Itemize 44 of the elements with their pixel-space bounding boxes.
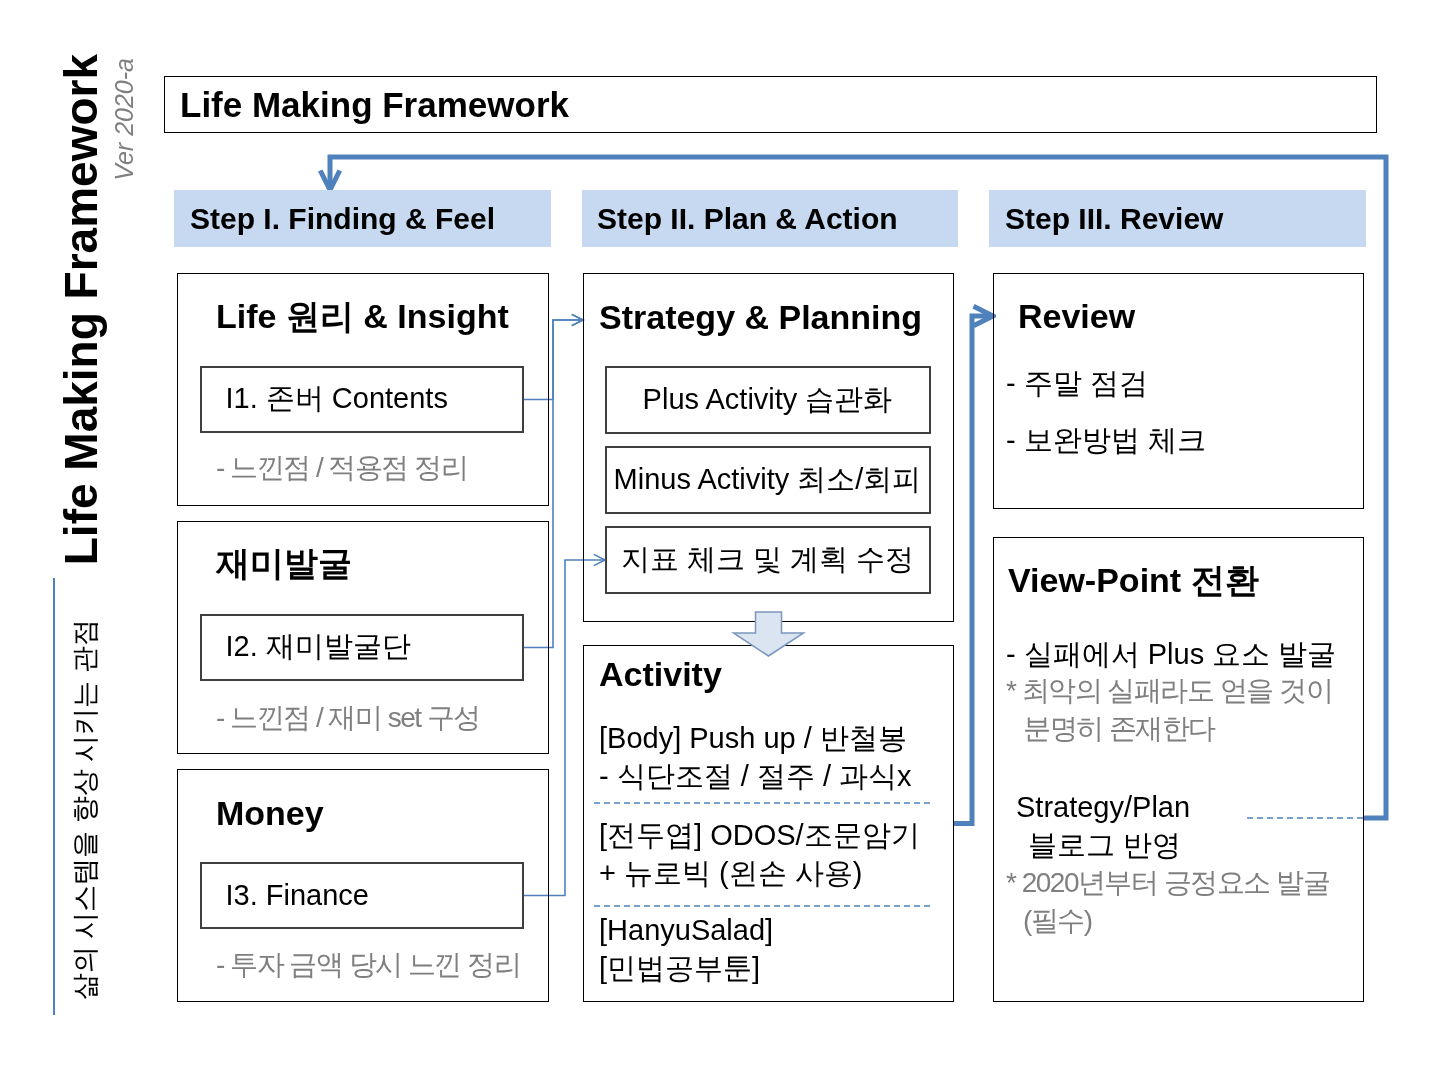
section-box (583, 645, 954, 1002)
note-text: - 느낀점 / 적용점 정리 (216, 451, 468, 485)
item-box: Plus Activity 습관화 (604, 365, 931, 434)
activity-text: [HanyuSalad] [민법공부툰] (599, 913, 774, 986)
section-box (993, 273, 1364, 509)
vertical-subtitle: 삶의 시스템을 향상 시키는 관점 (70, 619, 101, 1000)
item-box: I2. 재미발굴단 (199, 613, 524, 681)
section-heading: Activity (599, 654, 722, 694)
section-box (993, 537, 1364, 1002)
activity-text: [Body] Push up / 반철봉 - 식단조절 / 절주 / 과식x (599, 721, 912, 794)
note-text: * 2020년부터 긍정요소 발굴 (필수) (1006, 866, 1330, 938)
step-banner: Step III. Review (989, 190, 1366, 247)
note-text: - 투자 금액 당시 느낀 정리 (216, 948, 521, 982)
version-label: Ver 2020-a (110, 58, 139, 181)
note-text: - 느낀점 / 재미 set 구성 (216, 701, 480, 735)
section-box (177, 769, 549, 1002)
item-box: I1. 존버 Contents (199, 365, 524, 433)
step-banner: Step I. Finding & Feel (174, 190, 551, 247)
step-banner: Step II. Plan & Action (582, 190, 958, 247)
item-box: 지표 체크 및 계획 수정 (604, 525, 931, 594)
activity-text: [전두엽] ODOS/조문암기 + 뉴로빅 (왼손 사용) (599, 818, 920, 891)
arrow (523, 313, 584, 649)
section-heading: 재미발굴 (216, 543, 352, 583)
arrow (523, 553, 606, 897)
list-item: - 실패에서 Plus 요소 발굴 (1006, 637, 1337, 672)
section-box (583, 273, 954, 622)
section-heading: Review (1018, 296, 1136, 336)
vertical-title: Life Making Framework (56, 53, 106, 565)
title-box: Life Making Framework (164, 76, 1377, 133)
section-heading: View-Point 전환 (1008, 560, 1259, 600)
list-item: - 보완방법 체크 (1006, 423, 1206, 458)
note-text: * 최악의 실패라도 얻을 것이 분명히 존재한다 (1006, 674, 1332, 746)
section-box (177, 521, 549, 754)
list-item: - 주말 점검 (1006, 366, 1148, 401)
arrow (317, 154, 1389, 821)
block-arrow (731, 611, 806, 657)
section-heading: Strategy & Planning (599, 297, 923, 337)
section-heading: Life 원리 & Insight (216, 296, 509, 336)
section-heading: Money (216, 793, 324, 833)
section-box (177, 273, 549, 506)
item-box: I3. Finance (199, 861, 524, 929)
item-box: Minus Activity 최소/회피 (604, 445, 931, 514)
body-text: Strategy/Plan 블로그 반영 (1016, 790, 1191, 863)
arrow (954, 303, 996, 826)
